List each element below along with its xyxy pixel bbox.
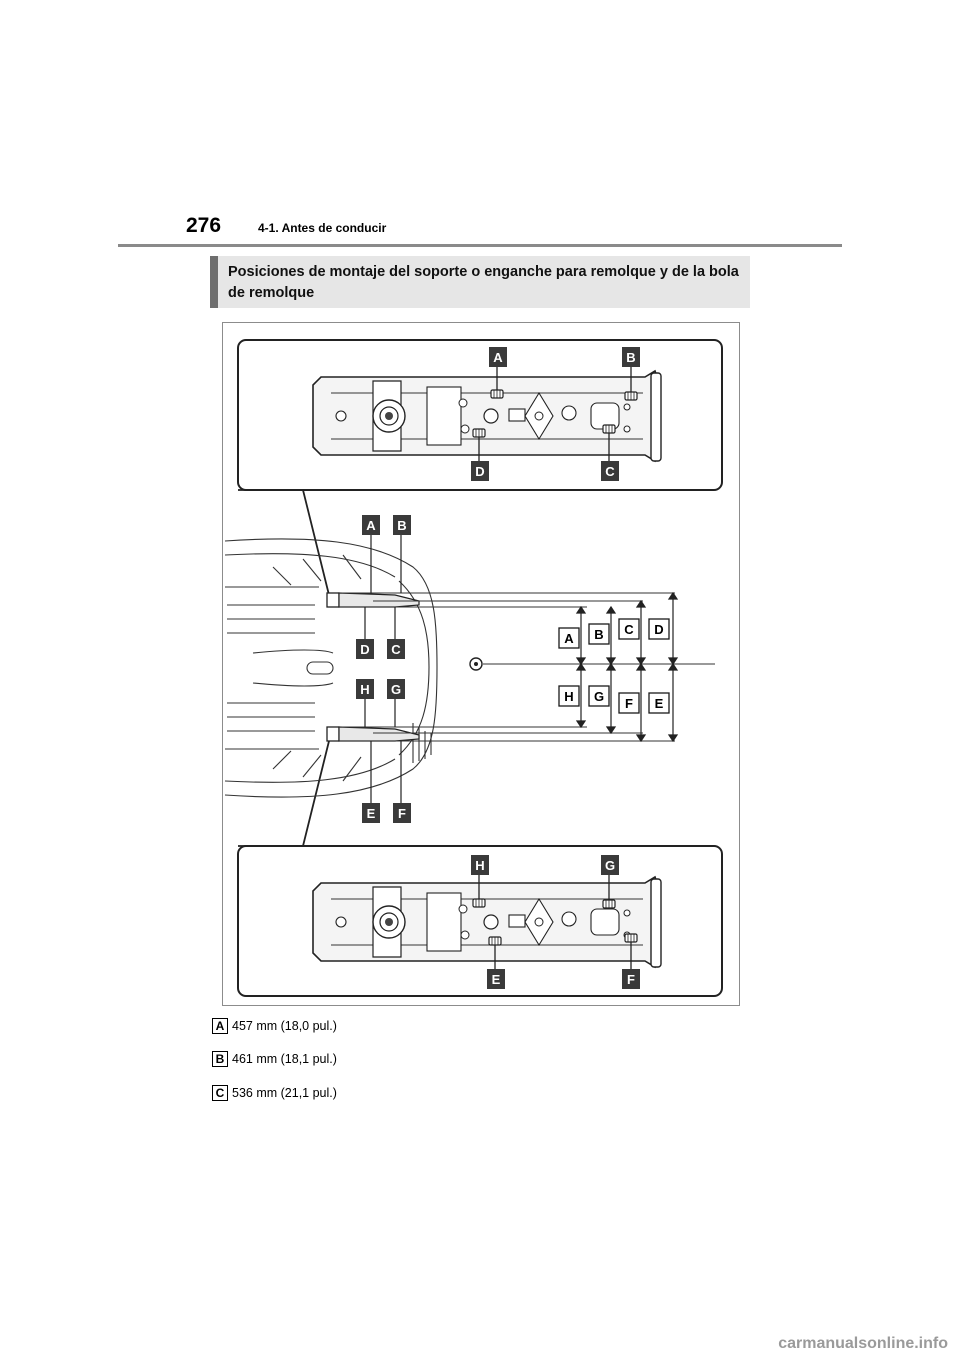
dim-label-a: A — [558, 627, 580, 649]
vehicle-rear-view — [224, 538, 438, 798]
svg-text:A: A — [564, 631, 574, 646]
dim-label-g: G — [588, 685, 610, 707]
svg-text:A: A — [493, 350, 503, 365]
mounting-diagram: A B D C — [222, 322, 740, 1006]
bottom-label-h: H — [471, 855, 489, 875]
svg-text:B: B — [594, 627, 603, 642]
section-title: 4-1. Antes de conducir — [258, 221, 387, 235]
top-label-d: D — [471, 461, 489, 481]
mid-label-g: G — [387, 679, 405, 699]
watermark[interactable]: carmanualsonline.info — [778, 1335, 948, 1352]
dim-label-c: C — [618, 618, 640, 640]
top-label-c: C — [601, 461, 619, 481]
legend-key-c: C — [212, 1085, 228, 1101]
legend-key-a: A — [212, 1018, 228, 1034]
svg-text:B: B — [626, 350, 635, 365]
topic-heading-text: Posiciones de montaje del soporte o enga… — [228, 264, 739, 301]
dim-label-d: D — [648, 618, 670, 640]
mid-label-e: E — [362, 803, 380, 823]
svg-text:F: F — [625, 696, 633, 711]
svg-text:E: E — [367, 806, 376, 821]
legend-text-a: 457 mm (18,0 pul.) — [232, 1019, 337, 1033]
mid-label-a: A — [362, 515, 380, 535]
dim-label-h: H — [558, 685, 580, 707]
bottom-detail-panel: H G E F — [237, 845, 723, 997]
svg-text:D: D — [475, 464, 484, 479]
bottom-label-f: F — [622, 969, 640, 989]
svg-text:C: C — [391, 642, 401, 657]
svg-text:F: F — [398, 806, 406, 821]
svg-text:B: B — [397, 518, 406, 533]
svg-text:A: A — [366, 518, 376, 533]
legend-text-c: 536 mm (21,1 pul.) — [232, 1086, 337, 1100]
top-label-b: B — [622, 347, 640, 367]
svg-text:H: H — [564, 689, 573, 704]
dim-label-b: B — [588, 623, 610, 645]
hitch-bars — [326, 592, 420, 742]
svg-text:C: C — [624, 622, 634, 637]
dimension-arrows — [575, 591, 679, 743]
svg-text:G: G — [605, 858, 615, 873]
reference-lines — [339, 592, 715, 742]
mid-label-d: D — [356, 639, 374, 659]
page-number: 276 — [186, 214, 222, 237]
bottom-label-g: G — [601, 855, 619, 875]
svg-text:C: C — [605, 464, 615, 479]
dim-label-f: F — [618, 692, 640, 714]
top-detail-panel: A B D C — [237, 339, 723, 491]
leader-lines — [364, 535, 402, 803]
svg-text:G: G — [391, 682, 401, 697]
svg-text:H: H — [360, 682, 369, 697]
topic-heading: Posiciones de montaje del soporte o enga… — [210, 256, 750, 308]
svg-text:D: D — [654, 622, 663, 637]
bottom-label-e: E — [487, 969, 505, 989]
mounting-diagram-svg: A B D C — [224, 339, 723, 997]
dim-label-e: E — [648, 692, 670, 714]
mid-label-b: B — [393, 515, 411, 535]
mid-label-h: H — [356, 679, 374, 699]
svg-text:D: D — [360, 642, 369, 657]
svg-text:G: G — [594, 689, 604, 704]
mid-label-c: C — [387, 639, 405, 659]
mid-label-f: F — [393, 803, 411, 823]
svg-text:F: F — [627, 972, 635, 987]
legend-text-b: 461 mm (18,1 pul.) — [232, 1052, 337, 1066]
svg-text:H: H — [475, 858, 484, 873]
svg-text:E: E — [492, 972, 501, 987]
legend-key-b: B — [212, 1051, 228, 1067]
top-label-a: A — [489, 347, 507, 367]
svg-text:E: E — [655, 696, 664, 711]
header-divider — [118, 244, 842, 247]
